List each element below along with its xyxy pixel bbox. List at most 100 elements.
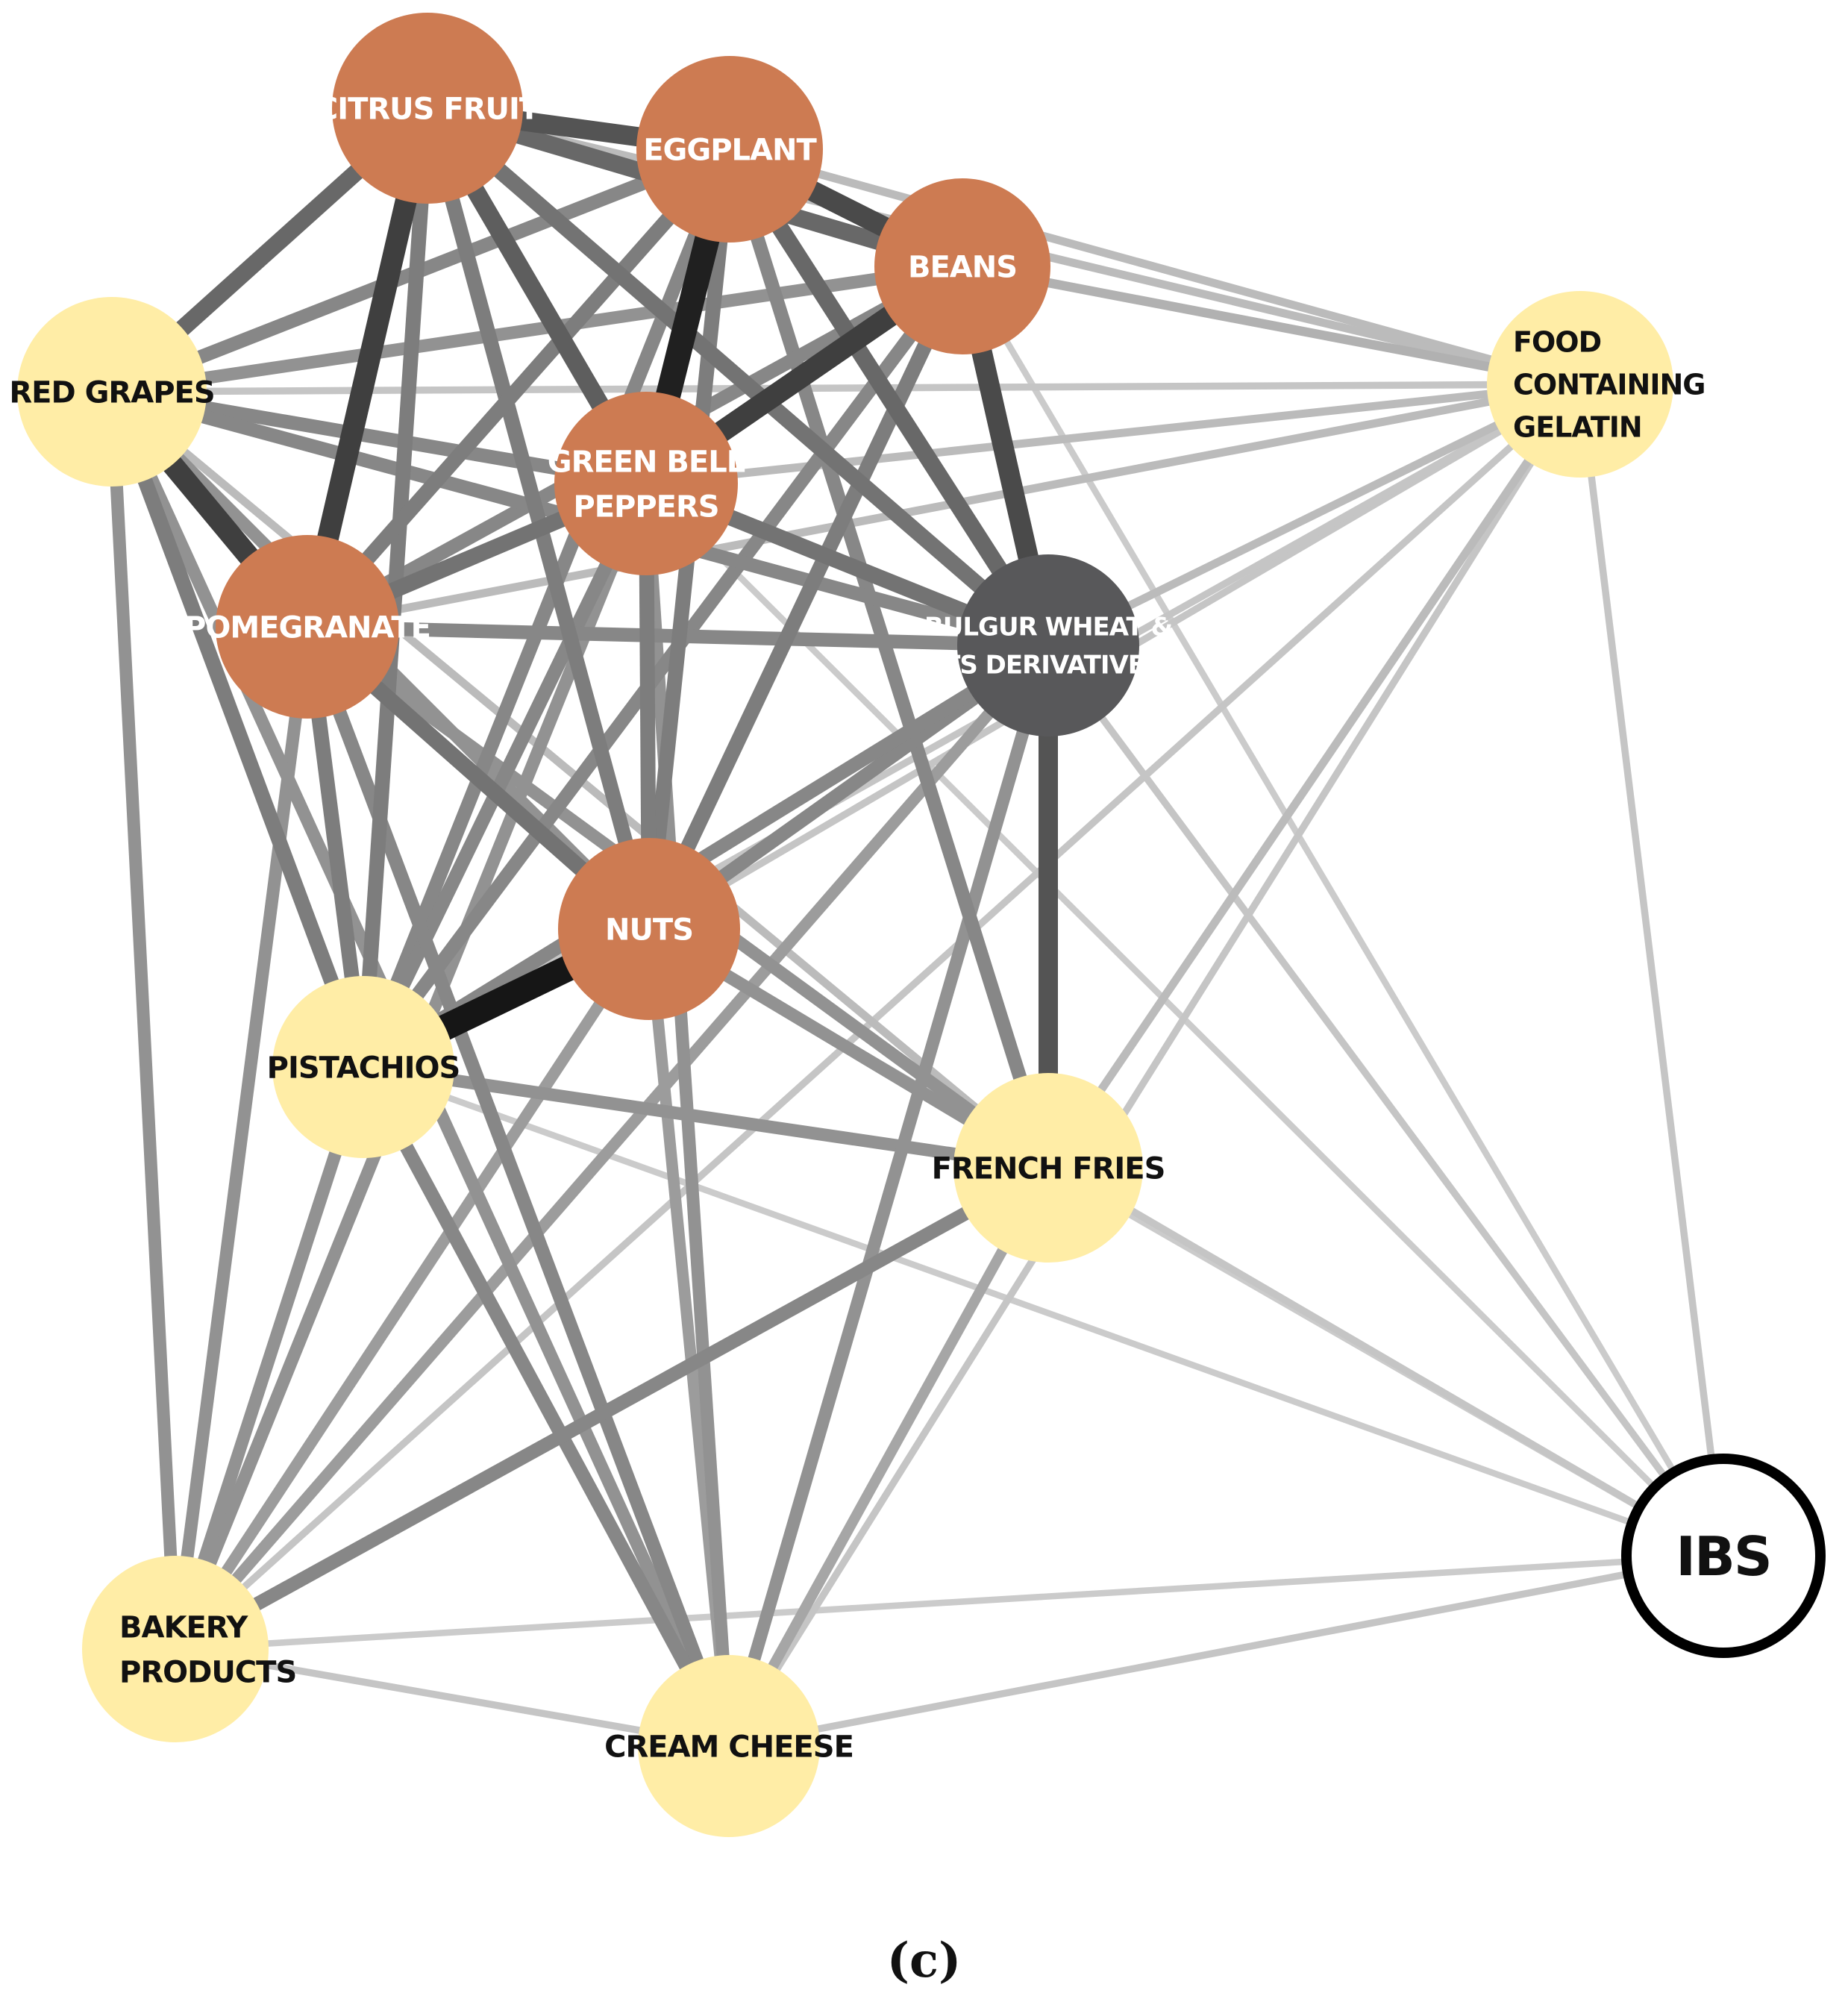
node-frenchfries: FRENCH FRIES [932,1073,1165,1263]
edge-pomegranate-bakery [169,625,314,1651]
edge-nuts-bakery [170,925,654,1653]
node-circle-frenchfries [953,1073,1143,1263]
node-label-line: POMEGRANATE [184,610,430,645]
node-label-pistachios: PISTACHIOS [267,1051,460,1085]
edge-gelatin-bakery [172,381,1583,1652]
node-citrus: CITRUS FRUIT [316,13,541,204]
node-label-line: NUTS [605,913,693,947]
node-label-bakery: BAKERY PRODUCTS [119,1610,296,1689]
node-circle-gelatin [1487,291,1673,478]
node-circle-nuts [558,838,740,1020]
node-beans: BEANS [874,178,1050,354]
node-label-beans: BEANS [908,250,1017,284]
node-circle-bulgur [957,554,1139,736]
edge-redgrapes-pistachios [104,389,371,1070]
node-label-eggplant: EGGPLANT [643,133,817,167]
edge-gelatin-frenchfries [1044,381,1584,1171]
edge-gelatin-greenbell [645,380,1581,488]
edge-frenchfries-bakery [172,1161,1052,1656]
node-label-gelatin: FOOD CONTAINING GELATIN [1513,326,1705,444]
edge-ibs-pistachios [362,1063,1725,1560]
edge-ibs-bakery [175,1552,1724,1653]
node-greenbell: GREEN BELL PEPPERS [548,392,746,575]
node-pistachios: PISTACHIOS [267,976,460,1158]
node-label-line: BEANS [908,250,1017,284]
node-label-line: CREAM CHEESE [604,1730,853,1764]
node-label-line: CONTAINING [1513,369,1705,401]
edge-citrus-bulgur [422,101,1054,652]
edge-pistachios-creamcheese [357,1063,736,1750]
edge-pistachios-bakery [169,1065,370,1651]
node-nuts: NUTS [558,838,740,1020]
node-label-line: BAKERY [119,1610,248,1645]
edge-frenchfries-creamcheese [724,1165,1053,1749]
node-label-line: BULGUR WHEAT & [924,613,1173,642]
edge-gelatin-beans [961,261,1582,390]
node-circle-creamcheese [638,1655,820,1837]
edge-eggplant-pomegranate [301,144,736,632]
node-label-line: PEPPERS [573,489,718,524]
node-label-line: PRODUCTS [119,1655,296,1689]
node-label-citrus: CITRUS FRUIT [316,92,540,126]
node-label-line: GELATIN [1513,411,1642,444]
node-label-line: FRENCH FRIES [932,1151,1165,1186]
edge-gelatin-redgrapes [111,381,1581,395]
node-circle-greenbell [554,392,738,575]
node-label-line: CITRUS FRUIT [316,92,540,126]
edge-redgrapes-bakery [105,391,182,1650]
edge-layer [103,98,1727,1750]
node-label-pomegranate: POMEGRANATE [184,610,430,645]
edge-eggplant-bulgur [722,144,1056,651]
node-label-frenchfries: FRENCH FRIES [932,1151,1165,1186]
node-gelatin: FOOD CONTAINING GELATIN [1487,291,1706,478]
edge-beans-pistachios [357,262,968,1072]
edge-gelatin-pomegranate [306,380,1582,631]
node-label-bulgur: BULGUR WHEAT & ITS DERIVATIVES [924,613,1173,681]
edge-gelatin-eggplant [728,145,1582,389]
node-bulgur: BULGUR WHEAT & ITS DERIVATIVES [924,554,1173,736]
node-label-line: GREEN BELL [548,445,745,479]
node-label-line: RED GRAPES [9,375,214,410]
node-bakery: BAKERY PRODUCTS [82,1556,297,1742]
node-circle-pomegranate [216,535,399,719]
edge-bakery-creamcheese [175,1645,730,1750]
edge-greenbell-pistachios [357,480,653,1071]
node-label-greenbell: GREEN BELL PEPPERS [548,445,745,524]
edge-citrus-nuts [420,106,657,931]
node-circle-ibs [1621,1454,1826,1658]
node-pomegranate: POMEGRANATE [184,535,431,719]
node-creamcheese: CREAM CHEESE [604,1655,854,1837]
node-circle-pistachios [272,976,454,1158]
node-label-line: EGGPLANT [643,133,817,167]
edge-beans-nuts [642,263,970,933]
panel-label: (c) [886,1933,962,1989]
edge-ibs-creamcheese [728,1552,1724,1750]
edge-bulgur-creamcheese [722,643,1055,1748]
edge-eggplant-pistachios [357,146,736,1070]
edge-gelatin-ibs [1576,384,1727,1557]
node-label-ibs: IBS [1676,1525,1771,1588]
node-label-creamcheese: CREAM CHEESE [604,1730,853,1764]
node-label-line: IBS [1676,1525,1771,1588]
edge-pistachios-bulgur [360,639,1052,1073]
edge-gelatin-creamcheese [725,382,1584,1748]
node-label-line: PISTACHIOS [267,1051,460,1085]
node-layer: CITRUS FRUIT EGGPLANT BEANS RED GRAPES FOOD C… [9,13,1826,1837]
edge-eggplant-frenchfries [723,147,1055,1170]
node-circle-citrus [332,13,523,204]
node-circle-bakery [82,1556,269,1742]
edge-gelatin-bulgur [1046,381,1582,649]
node-label-line: ITS DERIVATIVES [935,651,1162,681]
node-ibs: IBS [1621,1454,1826,1658]
edge-bulgur-bakery [171,641,1053,1654]
node-redgrapes: RED GRAPES [9,297,216,487]
node-eggplant: EGGPLANT [636,56,823,243]
edge-ibs-bulgur [1045,643,1726,1558]
node-circle-redgrapes [17,297,207,487]
node-label-nuts: NUTS [605,913,693,947]
node-circle-beans [874,178,1050,354]
node-circle-eggplant [636,56,823,243]
node-label-line: FOOD [1513,326,1601,359]
node-label-redgrapes: RED GRAPES [9,375,214,410]
